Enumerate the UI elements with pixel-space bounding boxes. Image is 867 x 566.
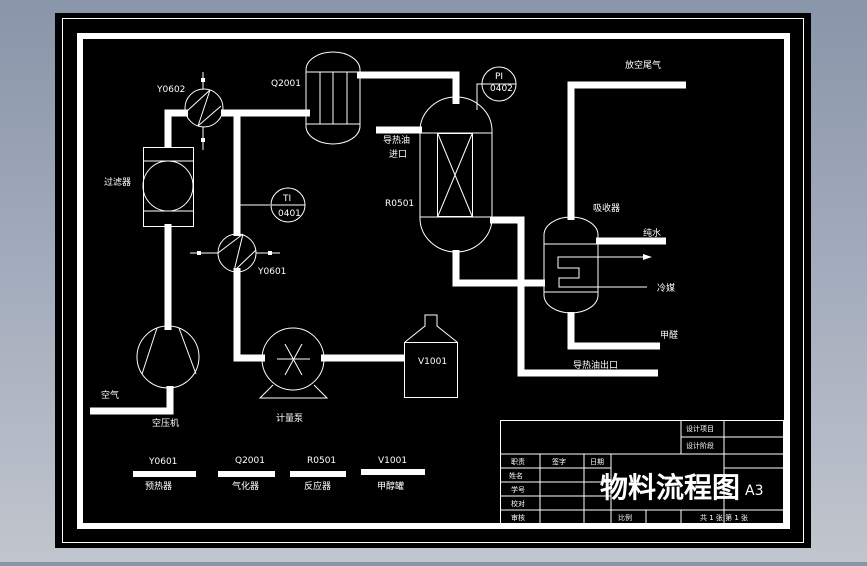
label-y0602: Y0602 <box>156 85 185 95</box>
label-compressor: 空压机 <box>152 417 179 429</box>
tb-signature: 签字 <box>552 457 566 466</box>
heat-exchanger-y0602[interactable] <box>184 72 224 150</box>
svg-text:反应器: 反应器 <box>304 480 331 492</box>
tb-sheets: 共 1 张 第 1 张 <box>700 513 748 522</box>
tb-date: 日期 <box>590 458 604 466</box>
title-block-text: 设计项目 设计阶段 职责 签字 日期 姓名 学号 校对 审核 比例 共 1 张 … <box>509 424 763 522</box>
svg-text:0402: 0402 <box>490 84 513 94</box>
pipe-reactor-absorber <box>452 250 545 287</box>
label-v1001: V1001 <box>418 357 447 367</box>
pipe-vent <box>567 81 686 220</box>
stream-vent: 放空尾气 <box>625 59 661 71</box>
svg-text:0401: 0401 <box>278 209 301 219</box>
arrow-right-icon <box>643 254 652 260</box>
cooling-coil <box>557 256 647 288</box>
svg-text:PI: PI <box>495 72 503 82</box>
stream-oil-inlet-2: 进口 <box>389 149 407 160</box>
pipe-air-inlet <box>90 386 174 415</box>
pipe-formaldehyde <box>567 312 660 350</box>
pipe-oil-outlet <box>490 216 658 377</box>
tb-review: 审核 <box>511 513 525 522</box>
label-filter: 过滤器 <box>104 176 131 188</box>
outer-border <box>62 18 804 543</box>
tb-scale: 比例 <box>618 513 632 522</box>
drawing-canvas <box>55 13 811 548</box>
pipe-q2001-reactor <box>357 71 460 104</box>
label-absorber: 吸收器 <box>593 202 620 214</box>
tb-design-stage: 设计阶段 <box>686 441 714 450</box>
label-pump: 计量泵 <box>276 412 303 424</box>
tb-student-no: 学号 <box>511 485 525 494</box>
metering-pump[interactable] <box>258 327 329 399</box>
svg-text:气化器: 气化器 <box>232 480 259 492</box>
stream-pure-water: 纯水 <box>643 227 661 239</box>
tb-design-project: 设计项目 <box>686 424 714 433</box>
absorber[interactable] <box>543 216 652 314</box>
methanol-tank-v1001[interactable] <box>404 314 458 398</box>
stream-formaldehyde: 甲醛 <box>660 329 678 341</box>
legend-item: Q2001 气化器 <box>218 456 275 492</box>
label-y0601: Y0601 <box>257 267 286 277</box>
legend-item: V1001 甲醇罐 <box>361 456 425 492</box>
svg-text:Y0601: Y0601 <box>148 457 177 467</box>
heat-exchanger-y0601[interactable] <box>190 233 280 273</box>
instrument-ti-0401[interactable]: TI 0401 <box>270 187 306 223</box>
tb-name: 姓名 <box>509 471 523 480</box>
svg-text:预热器: 预热器 <box>145 480 172 492</box>
stream-oil-outlet: 导热油出口 <box>573 359 618 371</box>
reactor-r0501[interactable] <box>419 96 493 253</box>
instrument-pi-0402[interactable]: PI 0402 <box>481 66 517 102</box>
inner-border <box>77 33 790 529</box>
filter[interactable] <box>142 147 194 227</box>
air-compressor[interactable] <box>136 325 200 389</box>
title-block <box>500 420 784 524</box>
tb-check: 校对 <box>511 499 525 508</box>
equipment-legend: Y0601 预热器 Q2001 气化器 R0501 反应器 V1001 甲醇罐 <box>133 456 425 492</box>
stream-coolant: 冷媒 <box>657 282 675 294</box>
svg-text:甲醇罐: 甲醇罐 <box>377 480 404 492</box>
tb-role: 职责 <box>511 457 525 466</box>
paper-size: A3 <box>745 483 763 499</box>
legend-item: R0501 反应器 <box>290 456 346 492</box>
label-r0501: R0501 <box>385 199 414 209</box>
svg-text:V1001: V1001 <box>378 456 407 466</box>
pipe-filter-y0602 <box>164 109 188 148</box>
svg-text:Q2001: Q2001 <box>235 456 265 466</box>
legend-item: Y0601 预热器 <box>133 457 196 492</box>
pipes <box>90 71 686 415</box>
stream-air: 空气 <box>101 389 119 401</box>
pipe-y0601-pump <box>233 268 265 362</box>
svg-text:TI: TI <box>282 194 291 204</box>
stream-oil-inlet-1: 导热油 <box>383 134 410 146</box>
label-q2001: Q2001 <box>271 79 301 89</box>
drawing-title: 物料流程图 <box>600 471 740 504</box>
svg-text:R0501: R0501 <box>307 456 336 466</box>
vaporizer-q2001[interactable] <box>305 51 361 145</box>
